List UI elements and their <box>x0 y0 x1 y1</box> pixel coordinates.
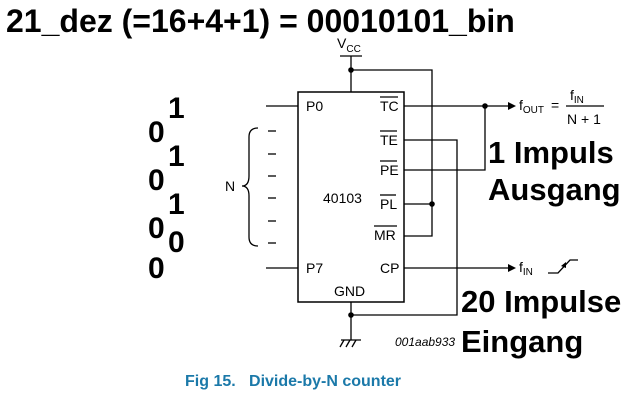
n-label: N <box>225 178 235 194</box>
vcc-label: VCC <box>337 35 361 55</box>
pin-p7: P7 <box>306 260 323 276</box>
pin-pe: PE <box>380 162 399 178</box>
pin-cp: CP <box>380 260 399 276</box>
bit-digit: 1 <box>168 92 185 125</box>
bit-digit: 0 <box>148 164 165 197</box>
bit-digits: 1 0 1 0 1 0 0 0 <box>148 92 185 285</box>
fout-numerator: fIN <box>570 87 584 106</box>
input-annotation-line1: 20 Impulse <box>461 284 621 319</box>
gnd-label: GND <box>334 283 365 299</box>
pl-junction <box>429 201 435 207</box>
te-ground-wire <box>351 139 458 316</box>
p-inputs-dashes <box>268 130 276 244</box>
svg-text:=: = <box>551 97 559 113</box>
pe-feedback-wire <box>404 106 486 171</box>
rising-edge-icon <box>548 259 578 274</box>
bit-digit: 0 <box>168 226 185 259</box>
fout-arrow <box>508 102 516 110</box>
figure-caption: Fig 15. Divide-by-N counter <box>185 373 401 390</box>
fout-formula: fOUT = fIN N + 1 <box>519 87 604 127</box>
fout-label: fOUT <box>519 97 544 116</box>
gnd-junction <box>348 312 354 318</box>
ground-icon <box>339 339 361 348</box>
bit-digit: 0 <box>148 252 165 285</box>
input-annotation-line2: Eingang <box>461 324 583 359</box>
output-annotation-line1: 1 Impuls <box>488 135 614 170</box>
chip-name: 40103 <box>323 190 362 206</box>
bit-digit: 0 <box>148 212 165 245</box>
bit-digit: 0 <box>148 116 165 149</box>
output-annotation-line2: Ausgang <box>488 172 621 207</box>
figure-reference-code: 001aab933 <box>395 335 455 349</box>
pin-mr: MR <box>374 227 396 243</box>
fout-denominator: N + 1 <box>567 111 601 127</box>
pin-pl: PL <box>380 196 397 212</box>
bit-digit: 1 <box>168 140 185 173</box>
pin-p0: P0 <box>306 98 323 114</box>
fin-arrow <box>508 264 516 272</box>
fin-label: fIN <box>519 259 533 278</box>
pin-tc: TC <box>380 98 399 114</box>
pin-te: TE <box>380 132 398 148</box>
bit-digit: 1 <box>168 188 185 221</box>
mr-vcc-wire <box>351 69 433 237</box>
diagram-title: 21_dez (=16+4+1) = 00010101_bin <box>6 3 515 39</box>
ic-40103-body <box>297 91 405 303</box>
n-brace <box>241 127 259 247</box>
